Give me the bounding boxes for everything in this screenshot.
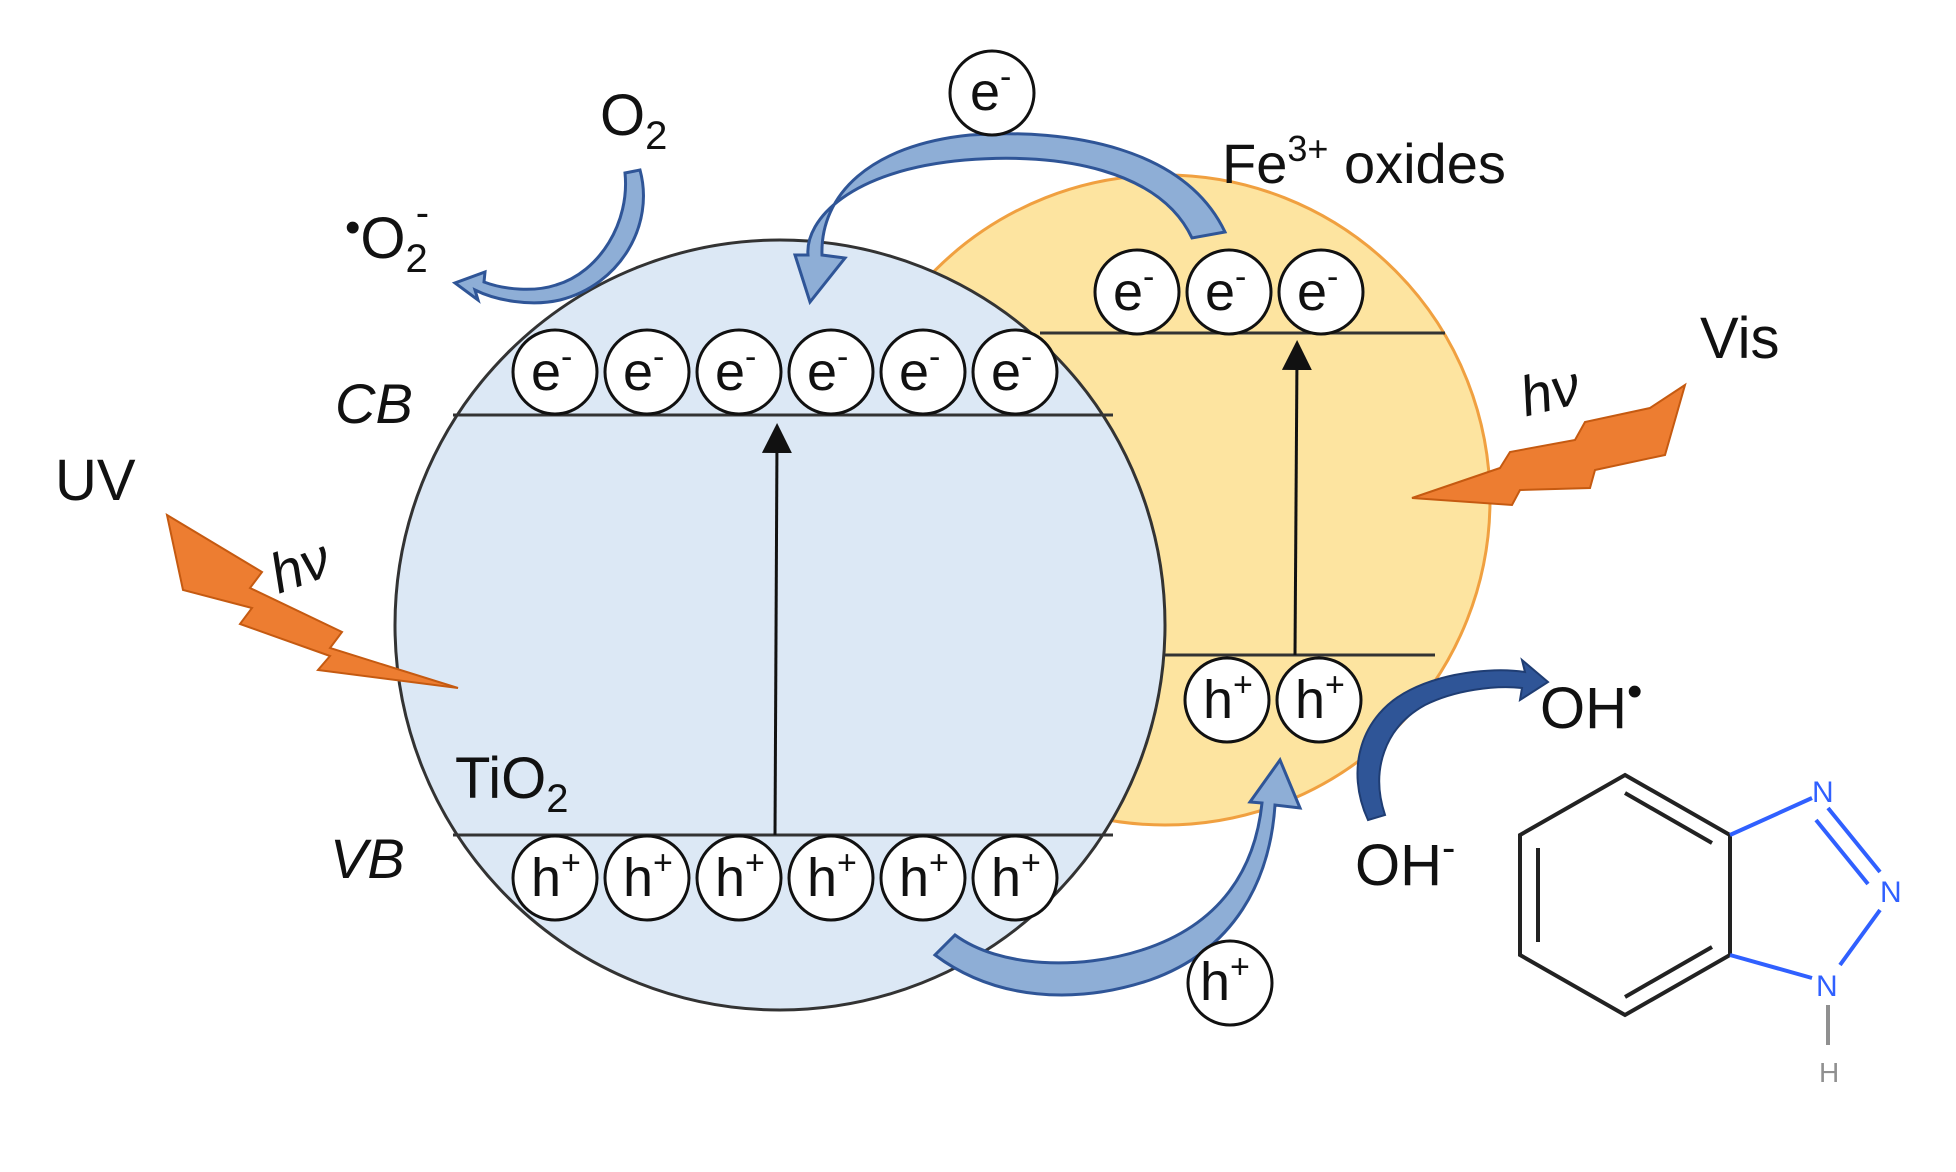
fe-electron-circle [1277,248,1365,336]
tio2-electron-circle [971,328,1059,416]
tio2-electron-text: e- [807,338,848,402]
tio2-excitation-arrow [761,423,792,836]
fe-electron-circle [1093,248,1181,336]
tio2-electron-text: e- [531,338,572,402]
tio2-hole-circle [879,834,967,922]
uv-hv-label: hν [261,526,338,605]
fe-hole-circle [1275,656,1363,744]
free-hole-text: h+ [1200,948,1250,1012]
tio2-hole-text: h+ [807,844,857,908]
electron-transfer-arrow [792,132,1228,306]
oxygen-label: O2 [600,83,667,158]
tio2-hole-text: h+ [991,844,1041,908]
tio2-hole-circle [787,834,875,922]
uv-lightning-icon [165,512,459,689]
oxygen-reduction-arrow [451,168,645,305]
vis-hv-label: hν [1513,353,1586,428]
tio2-hole-circle [971,834,1059,922]
fe-oxides-label: Fe3+ oxides [1222,128,1506,195]
n1-label: N [1812,776,1834,809]
free-hole-circle [1186,939,1274,1027]
vis-lightning-icon [1411,382,1687,507]
tio2-electron-text: e- [623,338,664,402]
tio2-electron-circle [695,328,783,416]
cb-label: CB [335,372,413,435]
hydroxyl-oxidation-arrow [1356,657,1550,822]
tio2-electron-text: e- [715,338,756,402]
fe-electron-text: e- [1113,258,1154,322]
tio2-hole-text: h+ [531,844,581,908]
vis-label: Vis [1700,306,1780,371]
uv-label: UV [55,448,136,513]
fe-electron-text: e- [1205,258,1246,322]
tio2-electron-circle [787,328,875,416]
free-electron-circle [948,49,1036,137]
hydroxyl-radical-label: OH• [1540,667,1642,741]
tio2-vb-holes: h+ h+ h+ h+ h+ h+ [511,834,1059,922]
h-label: H [1819,1057,1839,1088]
fe-electron-circle [1185,248,1273,336]
tio2-electron-circle [511,328,599,416]
tio2-cb-electrons: e-e-e-e-e-e- [511,328,1059,416]
fe-hole-text: h+ [1295,666,1345,730]
tio2-electron-circle [879,328,967,416]
tio2-hole-circle [603,834,691,922]
fe-vb-holes: h+ h+ [1183,656,1363,744]
fe-electron-text: e- [1297,258,1338,322]
tio2-label: TiO2 [455,746,569,821]
tio2-hole-circle [695,834,783,922]
superoxide-label: •O2- [345,191,429,281]
fe-excitation-arrow [1281,340,1312,656]
tio2-electron-text: e- [899,338,940,402]
tio2-hole-text: h+ [623,844,673,908]
fe-cb-electrons: e-e-e- [1093,248,1365,336]
tio2-hole-text: h+ [715,844,765,908]
tio2-hole-circle [511,834,599,922]
n2-label: N [1880,876,1902,909]
n3-label: N [1816,970,1838,1003]
tio2-electron-circle [603,328,691,416]
tio2-electron-text: e- [991,338,1032,402]
tio2-hole-text: h+ [899,844,949,908]
free-electron-text: e- [970,58,1011,122]
vb-label: VB [330,827,405,890]
tio2-particle [393,238,1167,1012]
hole-transfer-arrow [932,756,1303,997]
benzotriazole-structure: N N N H [1518,772,1902,1088]
fe-hole-circle [1183,656,1271,744]
hydroxide-label: OH- [1355,826,1455,898]
fe-hole-text: h+ [1203,666,1253,730]
